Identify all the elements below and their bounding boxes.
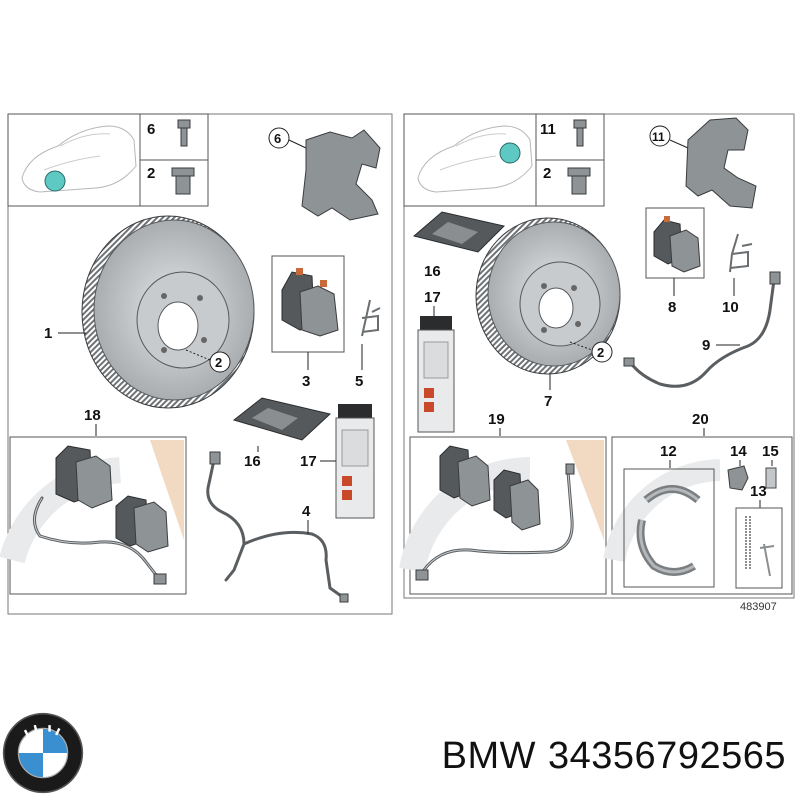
spray-can-icon bbox=[417, 316, 455, 433]
car-outline-icon bbox=[21, 125, 137, 193]
adjuster-screw-icon bbox=[765, 467, 777, 489]
label-15: 15 bbox=[762, 443, 779, 460]
car-thumbnail: 6 2 bbox=[7, 113, 209, 207]
highlight-dot-icon bbox=[499, 142, 521, 164]
spray-can-icon bbox=[335, 404, 375, 519]
label-4: 4 bbox=[302, 503, 311, 520]
label-17-right: 17 bbox=[424, 289, 441, 306]
brake-pads-icon bbox=[271, 255, 345, 353]
label-callout-2: 2 bbox=[215, 355, 222, 370]
label-callout-2-right: 2 bbox=[597, 345, 604, 360]
parking-brake-kit-20: 12 14 15 13 bbox=[603, 436, 793, 595]
label-2-right: 2 bbox=[543, 165, 551, 182]
guide-bolt-icon bbox=[171, 167, 195, 195]
brake-disc-icon bbox=[475, 217, 621, 375]
wear-sensor-icon bbox=[206, 451, 349, 603]
caliper-carrier-icon: 11 bbox=[649, 117, 757, 209]
part-number: 34356792565 bbox=[548, 735, 786, 777]
brake-disc-icon bbox=[81, 215, 255, 409]
label-2: 2 bbox=[147, 165, 155, 182]
highlight-dot-icon bbox=[44, 170, 66, 192]
brake-pad-kit-18 bbox=[0, 436, 187, 595]
bolt-icon bbox=[177, 119, 191, 147]
label-20: 20 bbox=[692, 411, 709, 428]
brake-shoes-icon bbox=[636, 485, 701, 576]
parts-diagram: 6 2 6 bbox=[0, 113, 795, 615]
spring-clip-icon bbox=[361, 299, 381, 337]
label-14: 14 bbox=[730, 443, 747, 460]
label-18: 18 bbox=[84, 407, 101, 424]
label-10: 10 bbox=[722, 299, 739, 316]
label-19: 19 bbox=[488, 411, 505, 428]
left-panel: 6 2 6 bbox=[0, 113, 393, 615]
brake-pads-icon bbox=[645, 207, 705, 279]
bolt-icon bbox=[573, 119, 587, 147]
grease-pack-icon bbox=[232, 397, 332, 441]
label-7: 7 bbox=[544, 393, 552, 410]
label-17: 17 bbox=[300, 453, 317, 470]
label-6: 6 bbox=[147, 121, 155, 138]
return-spring-icon bbox=[745, 516, 775, 577]
label-11: 11 bbox=[540, 121, 556, 138]
part-title: BMW 34356792565 bbox=[442, 735, 786, 778]
wear-sensor-icon bbox=[623, 271, 781, 388]
spring-clip-icon bbox=[729, 233, 753, 273]
car-thumbnail-right: 11 2 bbox=[403, 113, 605, 207]
label-8: 8 bbox=[668, 299, 676, 316]
brake-pad-kit-19 bbox=[399, 436, 607, 595]
label-9: 9 bbox=[702, 337, 710, 354]
label-1: 1 bbox=[44, 325, 52, 342]
label-12: 12 bbox=[660, 443, 677, 460]
bmw-roundel-icon bbox=[2, 712, 84, 794]
adjuster-icon bbox=[727, 465, 749, 491]
label-callout-11: 11 bbox=[652, 130, 665, 144]
right-panel: 11 2 11 16 17 bbox=[399, 113, 795, 613]
label-13: 13 bbox=[750, 483, 767, 500]
grease-pack-icon bbox=[412, 211, 505, 253]
label-16-right: 16 bbox=[424, 263, 441, 280]
caliper-carrier-icon: 6 bbox=[268, 127, 381, 221]
diagram-ref-number: 483907 bbox=[740, 601, 777, 613]
label-callout-6: 6 bbox=[274, 131, 281, 146]
brand-name: BMW bbox=[441, 735, 537, 777]
car-outline-icon bbox=[417, 125, 533, 193]
guide-bolt-icon bbox=[567, 167, 591, 195]
label-16: 16 bbox=[244, 453, 261, 470]
label-3: 3 bbox=[302, 373, 310, 390]
label-5: 5 bbox=[355, 373, 363, 390]
